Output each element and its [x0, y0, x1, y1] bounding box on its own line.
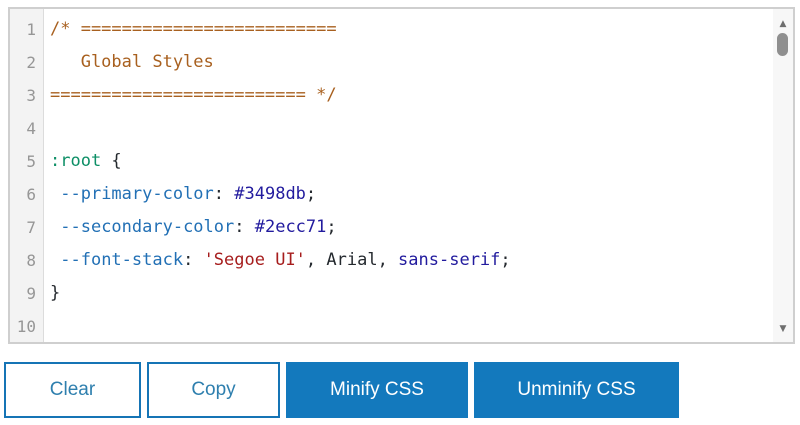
line-number: 9	[26, 284, 36, 303]
code-token-property: --secondary-color	[60, 217, 235, 237]
code-token-property: --primary-color	[60, 184, 214, 204]
code-line[interactable]: Global Styles	[50, 46, 773, 79]
unminify-css-button[interactable]: Unminify CSS	[474, 362, 679, 418]
scroll-up-icon[interactable]: ▲	[779, 19, 787, 29]
scrollbar-thumb[interactable]	[777, 33, 788, 56]
minify-css-button[interactable]: Minify CSS	[286, 362, 468, 418]
code-token-value: #2ecc71	[254, 217, 327, 237]
code-area[interactable]: /* ========================= Global Styl…	[44, 9, 773, 342]
code-line[interactable]: --primary-color: #3498db;	[50, 178, 773, 211]
line-number: 1	[26, 20, 36, 39]
copy-button[interactable]: Copy	[147, 362, 280, 418]
code-line[interactable]: }	[50, 277, 773, 310]
code-token-plain	[50, 250, 60, 270]
line-number: 3	[26, 86, 36, 105]
clear-button[interactable]: Clear	[4, 362, 141, 418]
line-number-gutter: 1 2 3 4 5 6 7 8 9 10	[10, 9, 44, 342]
code-token-plain: , Arial,	[305, 250, 399, 270]
code-token-plain: ;	[326, 217, 337, 237]
code-line[interactable]: :root {	[50, 145, 773, 178]
line-number: 8	[26, 251, 36, 270]
line-number: 6	[26, 185, 36, 204]
code-token-plain: {	[101, 151, 122, 171]
code-token-plain	[50, 184, 60, 204]
code-token-comment: /* =========================	[50, 19, 337, 39]
code-token-selector: :root	[50, 151, 102, 171]
code-token-plain: ;	[305, 184, 317, 204]
scroll-down-icon[interactable]: ▼	[779, 324, 787, 334]
code-token-plain	[50, 217, 60, 237]
line-number: 2	[26, 53, 36, 72]
code-token-string: 'Segoe UI'	[203, 250, 306, 270]
css-code-editor[interactable]: 1 2 3 4 5 6 7 8 9 10 /* =========================…	[8, 7, 795, 344]
code-line[interactable]: /* =========================	[50, 13, 773, 46]
code-token-comment: ========================= */	[50, 85, 337, 105]
code-token-comment: Global Styles	[50, 52, 214, 72]
code-line[interactable]	[50, 310, 773, 342]
code-line[interactable]	[50, 112, 773, 145]
code-token-plain: ;	[500, 250, 511, 270]
line-number: 7	[26, 218, 36, 237]
code-token-value: #3498db	[234, 184, 306, 204]
vertical-scrollbar[interactable]: ▲ ▼	[773, 9, 793, 342]
code-line[interactable]: --secondary-color: #2ecc71;	[50, 211, 773, 244]
line-number: 5	[26, 152, 36, 171]
code-token-plain: :	[234, 217, 255, 237]
line-number: 10	[16, 317, 36, 336]
code-line[interactable]: --font-stack: 'Segoe UI', Arial, sans-se…	[50, 244, 773, 277]
code-token-value: sans-serif	[398, 250, 501, 270]
code-token-plain: }	[50, 283, 61, 303]
code-line[interactable]: ========================= */	[50, 79, 773, 112]
code-token-property: --font-stack	[60, 250, 184, 270]
code-token-plain: :	[183, 250, 204, 270]
line-number: 4	[26, 119, 36, 138]
code-token-plain: :	[213, 184, 235, 204]
